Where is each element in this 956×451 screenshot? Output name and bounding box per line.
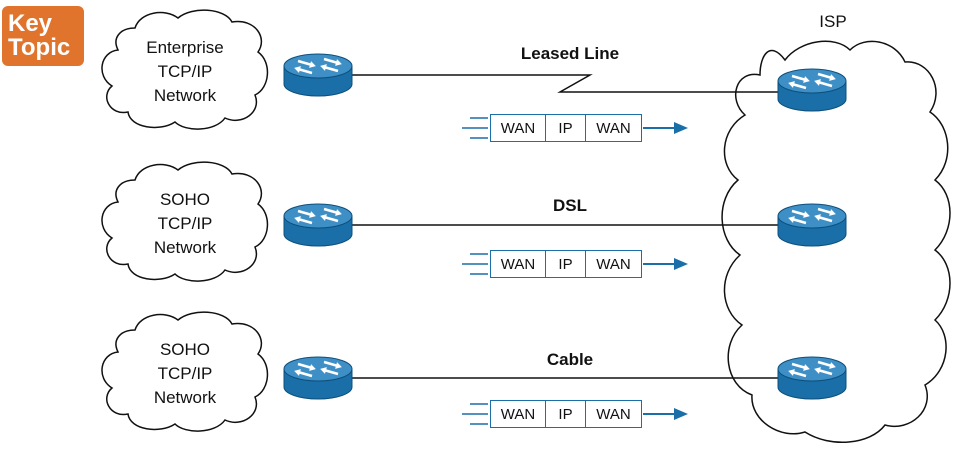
router-enterprise-icon	[283, 53, 353, 97]
frame-field-wan-trailer: WAN	[586, 400, 642, 428]
frame-field-ip: IP	[546, 400, 586, 428]
cloud-text-line: Network	[153, 388, 217, 407]
wan-frame: WAN IP WAN	[490, 114, 642, 142]
frame-field-ip: IP	[546, 250, 586, 278]
wan-frame: WAN IP WAN	[490, 250, 642, 278]
cloud-text-line: Enterprise	[146, 38, 224, 57]
link-label-leased-line: Leased Line	[520, 44, 620, 63]
site-cloud-label-enterprise: Enterprise TCP/IP Network	[120, 36, 250, 108]
cloud-text-line: TCP/IP	[157, 364, 213, 383]
leased-line-link	[350, 74, 780, 93]
site-cloud-soho-1	[101, 161, 269, 282]
cloud-text-line: SOHO	[159, 340, 211, 359]
frame-motion-arrow-3	[462, 403, 688, 425]
cloud-text-line: SOHO	[159, 190, 211, 209]
isp-label: ISP	[819, 12, 847, 31]
router-isp-3-icon	[777, 356, 847, 400]
frame-motion-arrow-2	[462, 253, 688, 275]
router-soho-1-icon	[283, 203, 353, 247]
key-topic-line2: Topic	[8, 34, 71, 61]
cloud-text-line: TCP/IP	[157, 62, 213, 81]
cloud-text-line: Network	[153, 86, 217, 105]
frame-field-wan-trailer: WAN	[586, 250, 642, 278]
link-label-dsl: DSL	[553, 196, 587, 215]
key-topic-badge: Key Topic	[2, 6, 84, 66]
cloud-text-line: Network	[153, 238, 217, 257]
frame-motion-arrow-1	[462, 117, 688, 139]
router-isp-1-icon	[777, 68, 847, 112]
frame-field-wan-trailer: WAN	[586, 114, 642, 142]
link-label-cable: Cable	[546, 350, 594, 369]
cloud-text-line: TCP/IP	[157, 214, 213, 233]
frame-field-ip: IP	[546, 114, 586, 142]
wan-frame: WAN IP WAN	[490, 400, 642, 428]
site-cloud-soho-2	[101, 311, 269, 432]
key-topic-line1: Key	[8, 10, 53, 37]
frame-field-wan-header: WAN	[490, 400, 546, 428]
router-soho-2-icon	[283, 356, 353, 400]
frame-field-wan-header: WAN	[490, 114, 546, 142]
frame-field-wan-header: WAN	[490, 250, 546, 278]
router-isp-2-icon	[777, 203, 847, 247]
site-cloud-label-soho-2: SOHO TCP/IP Network	[120, 338, 250, 410]
site-cloud-enterprise	[101, 9, 269, 130]
site-cloud-label-soho-1: SOHO TCP/IP Network	[120, 188, 250, 260]
